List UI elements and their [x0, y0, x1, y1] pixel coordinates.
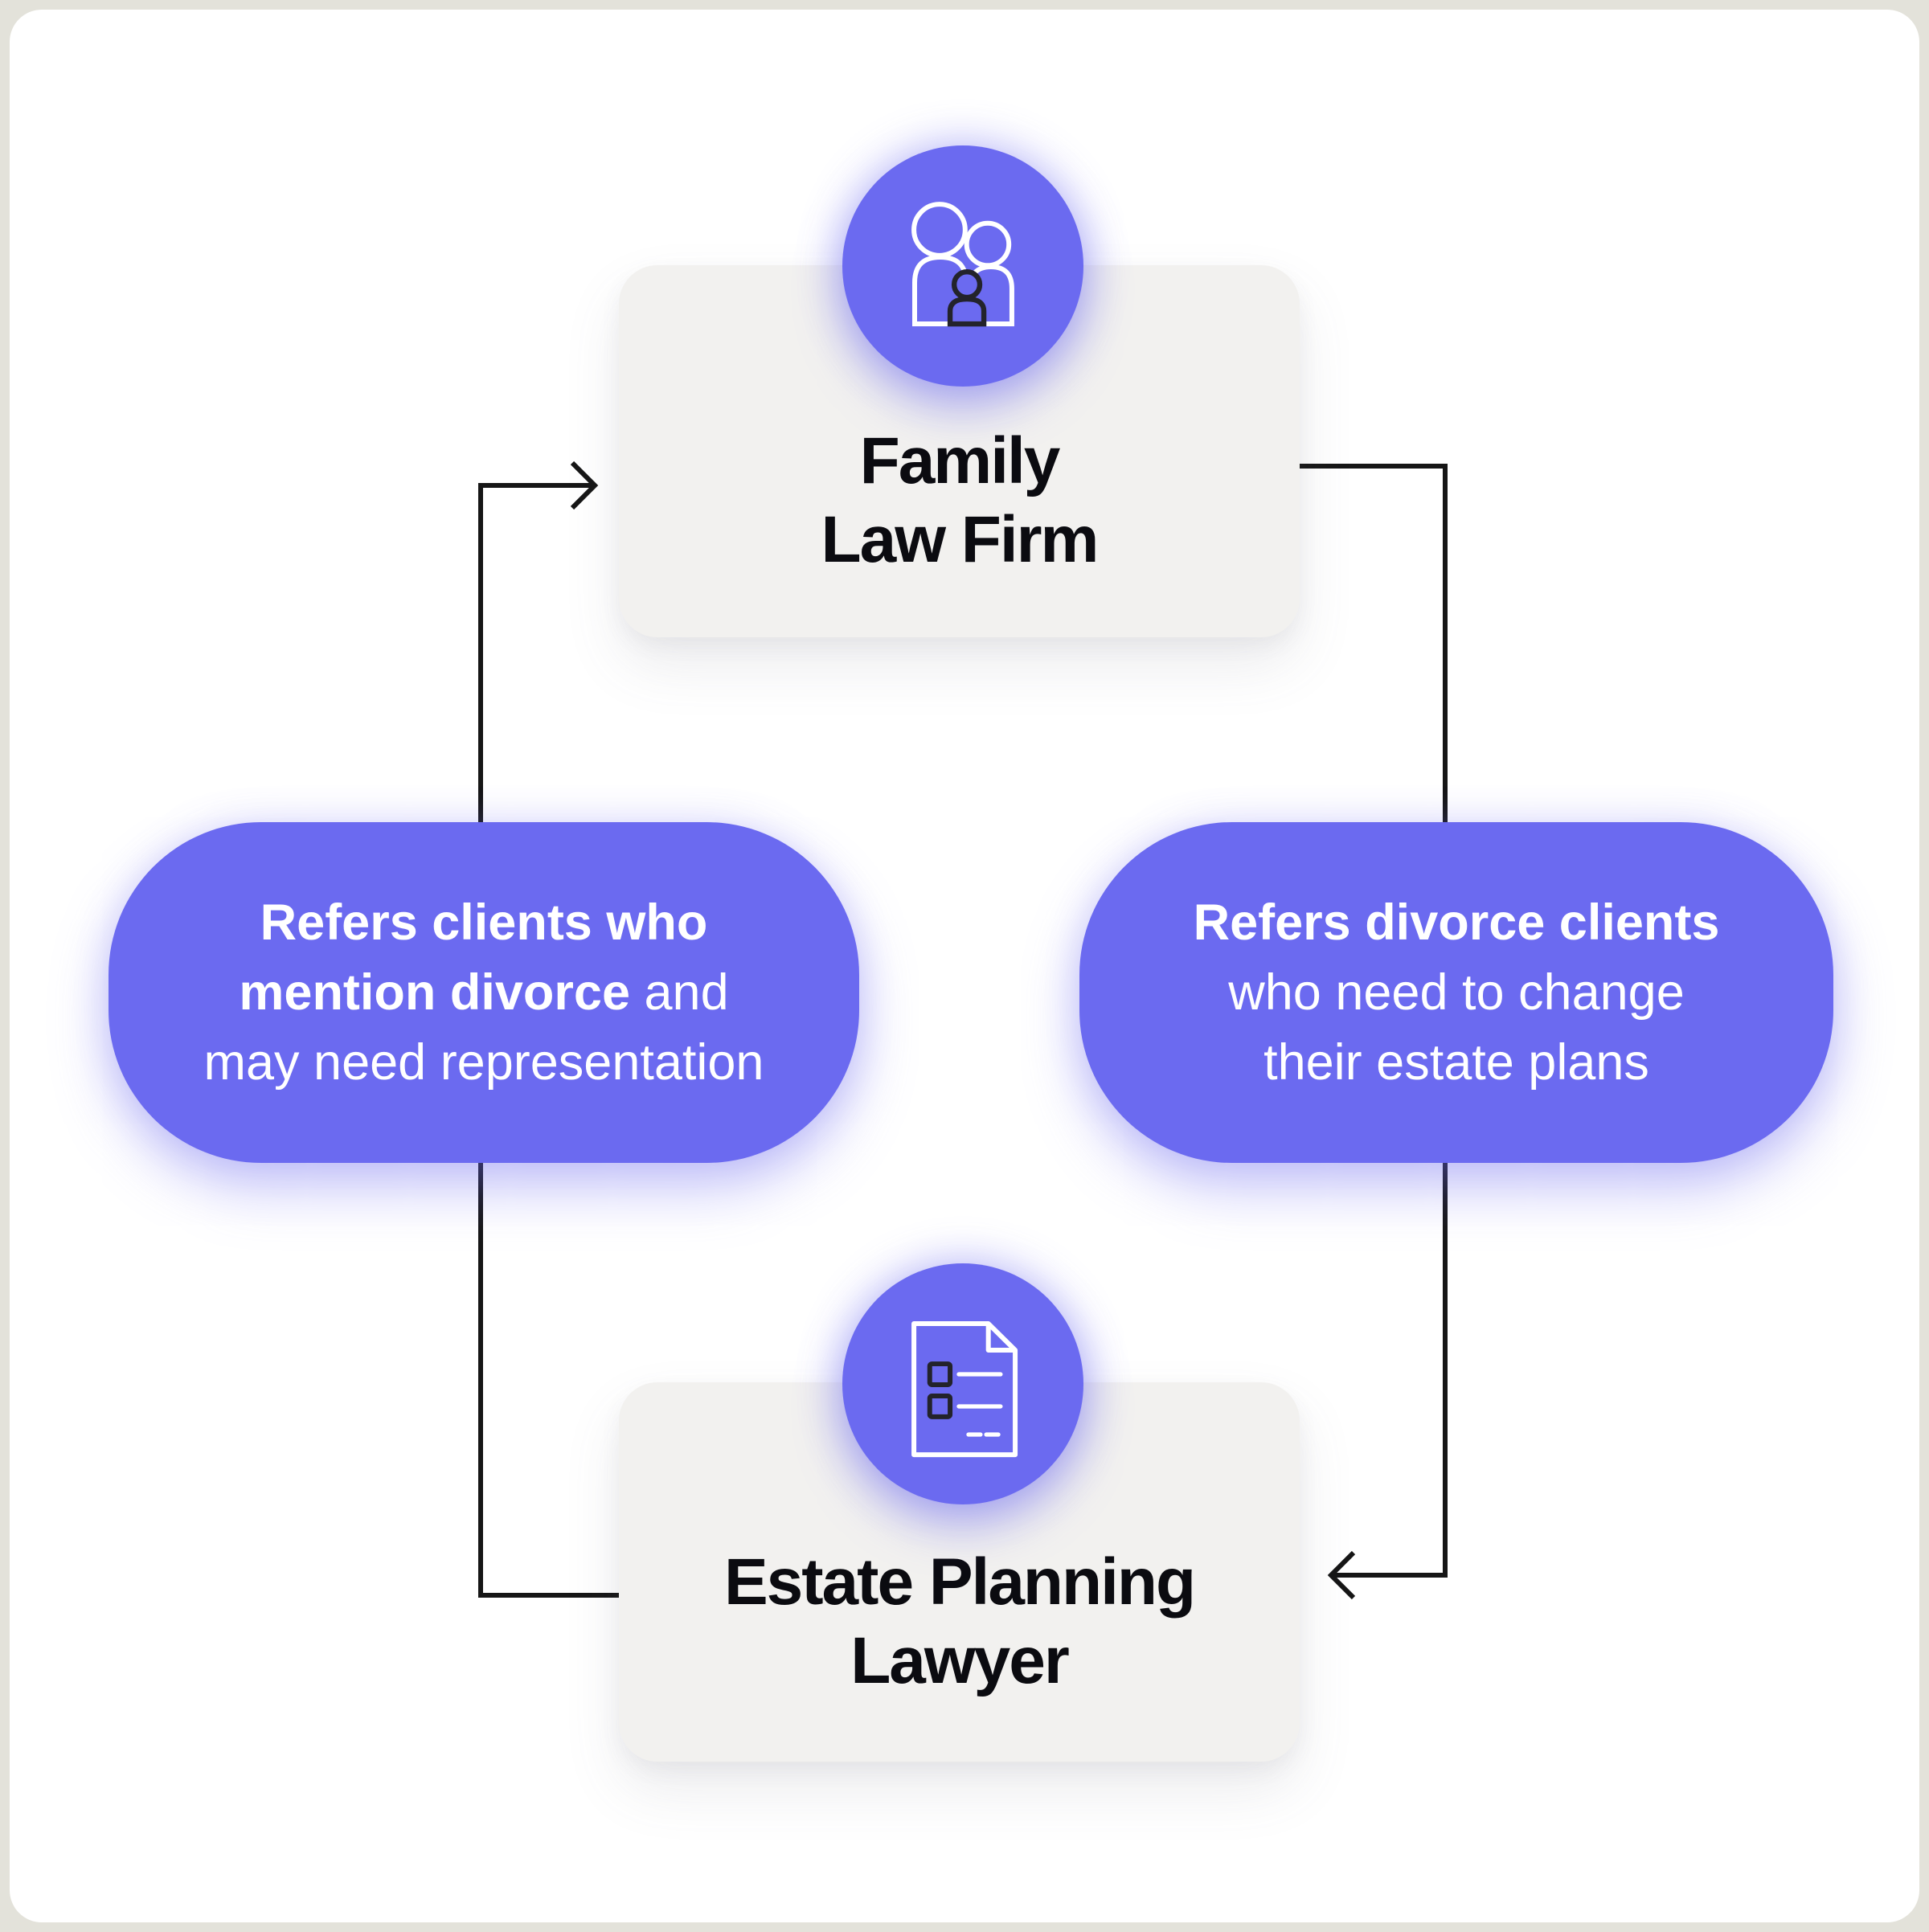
node-family-title: Family Law Firm — [619, 422, 1300, 579]
pill-left-line2-bold: mention divorce — [239, 964, 630, 1021]
family-icon — [842, 145, 1083, 387]
referral-pill-left: Refers clients who mention divorce and m… — [109, 822, 859, 1163]
node-estate-title: Estate Planning Lawyer — [619, 1543, 1300, 1701]
node-family-title-line1: Family — [859, 424, 1061, 497]
pill-right-line2-regular: who need to change — [1228, 964, 1685, 1021]
pill-left-line1: Refers clients who — [260, 888, 708, 958]
pill-right-line3-regular: their estate plans — [1263, 1034, 1649, 1091]
node-estate-title-line1: Estate Planning — [723, 1545, 1196, 1619]
family-icon-glyph — [911, 202, 1014, 327]
pill-right-line1-bold: Refers divorce clients — [1193, 894, 1720, 951]
document-icon-glyph — [911, 1321, 1018, 1458]
pill-right-line3: their estate plans — [1263, 1028, 1649, 1098]
pill-left-line2: mention divorce and — [239, 958, 728, 1028]
arrow-left-head — [570, 460, 599, 510]
node-family-law-firm: Family Law Firm — [619, 265, 1300, 637]
node-family-title-line2: Law Firm — [821, 503, 1100, 576]
pill-left-line2-regular: and — [629, 964, 729, 1021]
document-icon — [842, 1263, 1083, 1504]
node-estate-planning-lawyer: Estate Planning Lawyer — [619, 1382, 1300, 1762]
referral-pill-right: Refers divorce clients who need to chang… — [1079, 822, 1833, 1163]
arrow-right-head — [1327, 1550, 1356, 1600]
pill-left-line3: may need representation — [204, 1028, 764, 1098]
pill-left-line1-bold: Refers clients who — [260, 894, 708, 951]
pill-left-line3-regular: may need representation — [203, 1034, 764, 1091]
pill-right-line2: who need to change — [1228, 958, 1684, 1028]
node-estate-title-line2: Lawyer — [850, 1624, 1070, 1697]
pill-right-line1: Refers divorce clients — [1194, 888, 1720, 958]
